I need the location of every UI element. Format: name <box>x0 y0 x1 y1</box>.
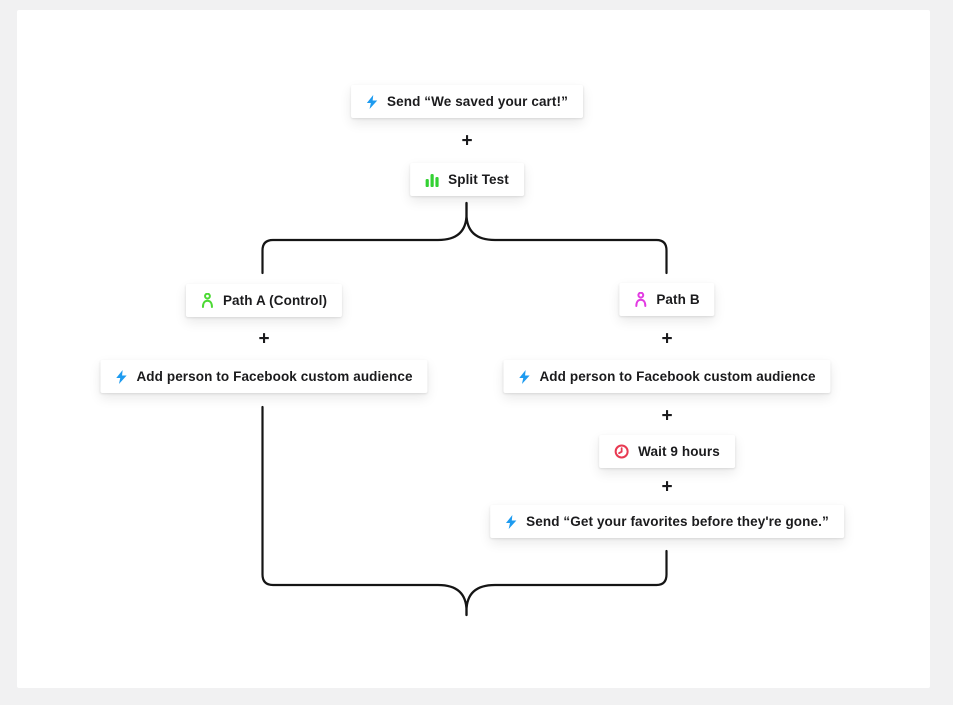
node-path-b[interactable]: Path B <box>619 283 715 316</box>
add-step-button[interactable]: + <box>661 328 673 350</box>
zap-icon <box>115 369 127 384</box>
node-label: Wait 9 hours <box>638 444 720 459</box>
node-path-a[interactable]: Path A (Control) <box>185 284 343 317</box>
person-icon <box>201 293 214 308</box>
node-label: Path B <box>656 292 700 307</box>
node-wait-9-hours[interactable]: Wait 9 hours <box>599 435 735 468</box>
node-label: Split Test <box>448 172 509 187</box>
node-send-cart[interactable]: Send “We saved your cart!” <box>351 85 583 118</box>
node-label: Send “We saved your cart!” <box>387 94 568 109</box>
zap-icon <box>518 369 530 384</box>
node-label: Add person to Facebook custom audience <box>136 369 413 384</box>
node-add-facebook-audience-a[interactable]: Add person to Facebook custom audience <box>100 360 428 393</box>
zap-icon <box>505 514 517 529</box>
add-step-button[interactable]: + <box>661 476 673 498</box>
node-split-test[interactable]: Split Test <box>410 163 524 196</box>
add-step-button[interactable]: + <box>461 130 473 152</box>
bar-chart-icon <box>425 173 439 187</box>
clock-icon <box>614 444 629 459</box>
add-step-button[interactable]: + <box>258 328 270 350</box>
node-label: Path A (Control) <box>222 293 328 308</box>
node-label: Add person to Facebook custom audience <box>539 369 816 384</box>
zap-icon <box>366 94 378 109</box>
node-add-facebook-audience-b[interactable]: Add person to Facebook custom audience <box>503 360 831 393</box>
node-label: Send “Get your favorites before they're … <box>526 514 829 529</box>
person-icon <box>634 292 647 307</box>
node-send-favorites[interactable]: Send “Get your favorites before they're … <box>490 505 844 538</box>
add-step-button[interactable]: + <box>661 405 673 427</box>
